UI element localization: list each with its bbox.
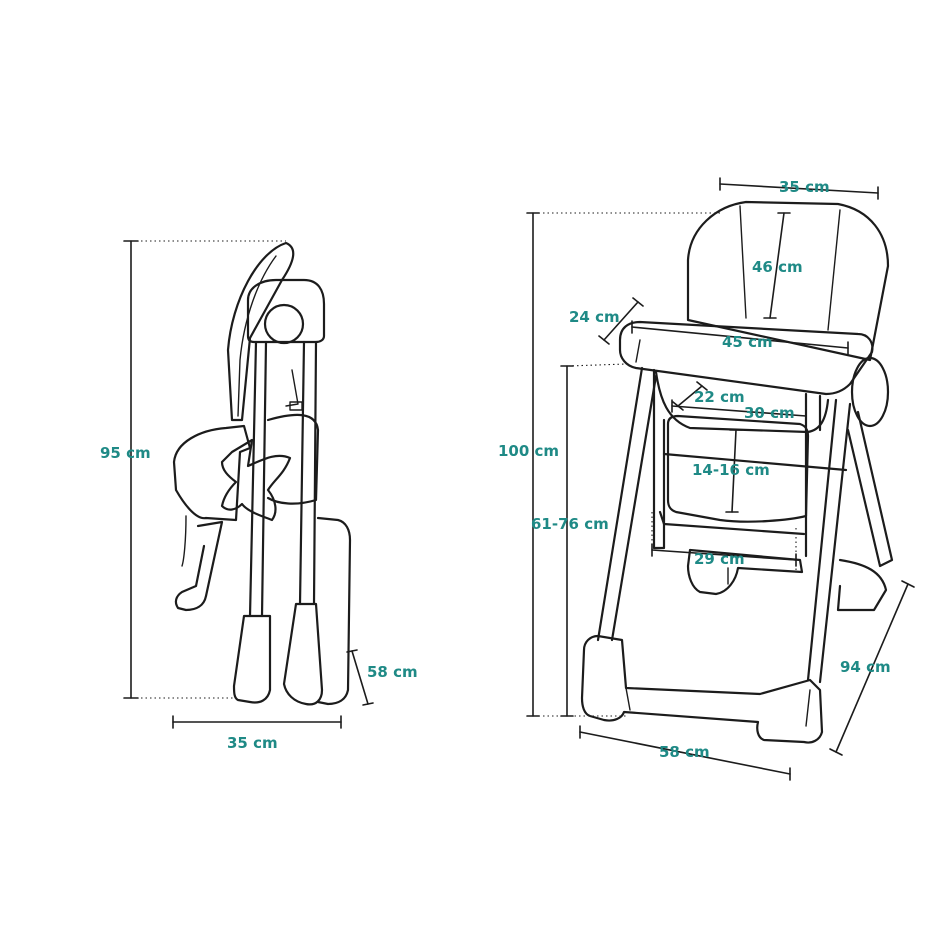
open-seat-width-label: 30 cm [744, 404, 795, 422]
folded-width-label: 35 cm [227, 734, 278, 752]
open-total-height-label: 100 cm [498, 442, 559, 460]
folded-rear-foot [282, 602, 324, 706]
open-backrest-width-label: 35 cm [779, 178, 830, 196]
folded-backrest [226, 241, 295, 422]
open-backrest-height-label: 46 cm [752, 258, 803, 276]
folded-toy [220, 438, 292, 522]
open-tray-width-label: 45 cm [722, 333, 773, 351]
open-seat-cushion-label: 14-16 cm [692, 461, 770, 479]
folded-front-foot [232, 614, 272, 704]
open-dimension-lines [526, 177, 915, 781]
folded-depth-label: 58 cm [367, 663, 418, 681]
open-footrest [686, 548, 804, 596]
folded-tray [172, 424, 252, 522]
folded-hinge-housing [246, 278, 326, 344]
open-seat-shell [654, 370, 830, 434]
open-tray [618, 320, 874, 396]
open-seat-height-label: 61-76 cm [531, 515, 609, 533]
open-side-knob [850, 356, 890, 428]
open-footrest-width-label: 29 cm [694, 550, 745, 568]
folded-hinge-knob [263, 303, 305, 345]
open-tray-depth-label: 24 cm [569, 308, 620, 326]
open-seat-cushion [666, 414, 810, 523]
open-seat-depth-label: 22 cm [694, 388, 745, 406]
open-base-width-label: 58 cm [659, 743, 710, 761]
open-base-depth-label: 94 cm [840, 658, 891, 676]
folded-height-label: 95 cm [100, 444, 151, 462]
folded-dimension-lines [123, 240, 374, 729]
folded-chair-drawing [172, 241, 352, 706]
folded-footrest-block [316, 516, 352, 706]
open-backrest [686, 200, 890, 362]
folded-depth-line [351, 650, 369, 705]
open-base-frame [580, 634, 824, 744]
